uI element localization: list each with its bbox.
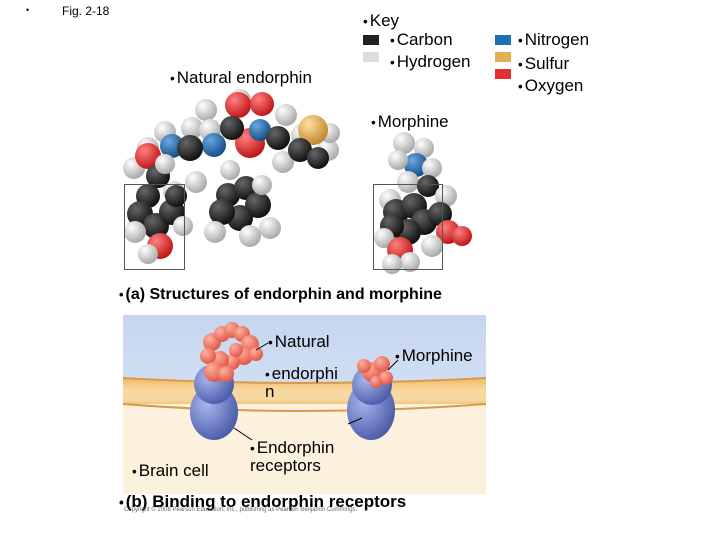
tyrosine-highlight-box [124,184,185,270]
endorphin-label-b-line2: n [265,382,275,401]
morphine-label-a: Morphine [371,112,449,132]
hydrogen-swatch [363,52,379,62]
sulfur-swatch [495,52,511,62]
receptors-label-line1: Endorphin [250,438,335,458]
key-nitrogen-label: Nitrogen [518,30,589,50]
receptors-label-line2: receptors [250,456,321,475]
slide-bullet: • [26,5,30,15]
panel-b-caption: (b) Binding to endorphin receptors [119,492,406,512]
key-hydrogen-label: Hydrogen [390,52,471,72]
copyright-text: Copyright © 2008 Pearson Education, Inc.… [124,507,358,513]
key-oxygen-label: Oxygen [518,76,584,96]
endorphin-label-b-line1: endorphi [265,364,338,384]
key-sulfur-label: Sulfur [518,54,569,74]
key-carbon-label: Carbon [390,30,453,50]
morphine-highlight-box [373,184,443,270]
oxygen-swatch [495,69,511,79]
morphine-label-b: Morphine [395,346,473,366]
carbon-swatch [363,35,379,45]
figure-label: Fig. 2-18 [62,4,110,18]
brain-cell-label: Brain cell [132,461,209,481]
natural-endorphin-label: Natural endorphin [170,68,312,88]
nitrogen-swatch [495,35,511,45]
key-title: Key [363,11,399,31]
panel-a-caption: (a) Structures of endorphin and morphine [119,286,441,304]
natural-label-b: Natural [268,332,330,352]
